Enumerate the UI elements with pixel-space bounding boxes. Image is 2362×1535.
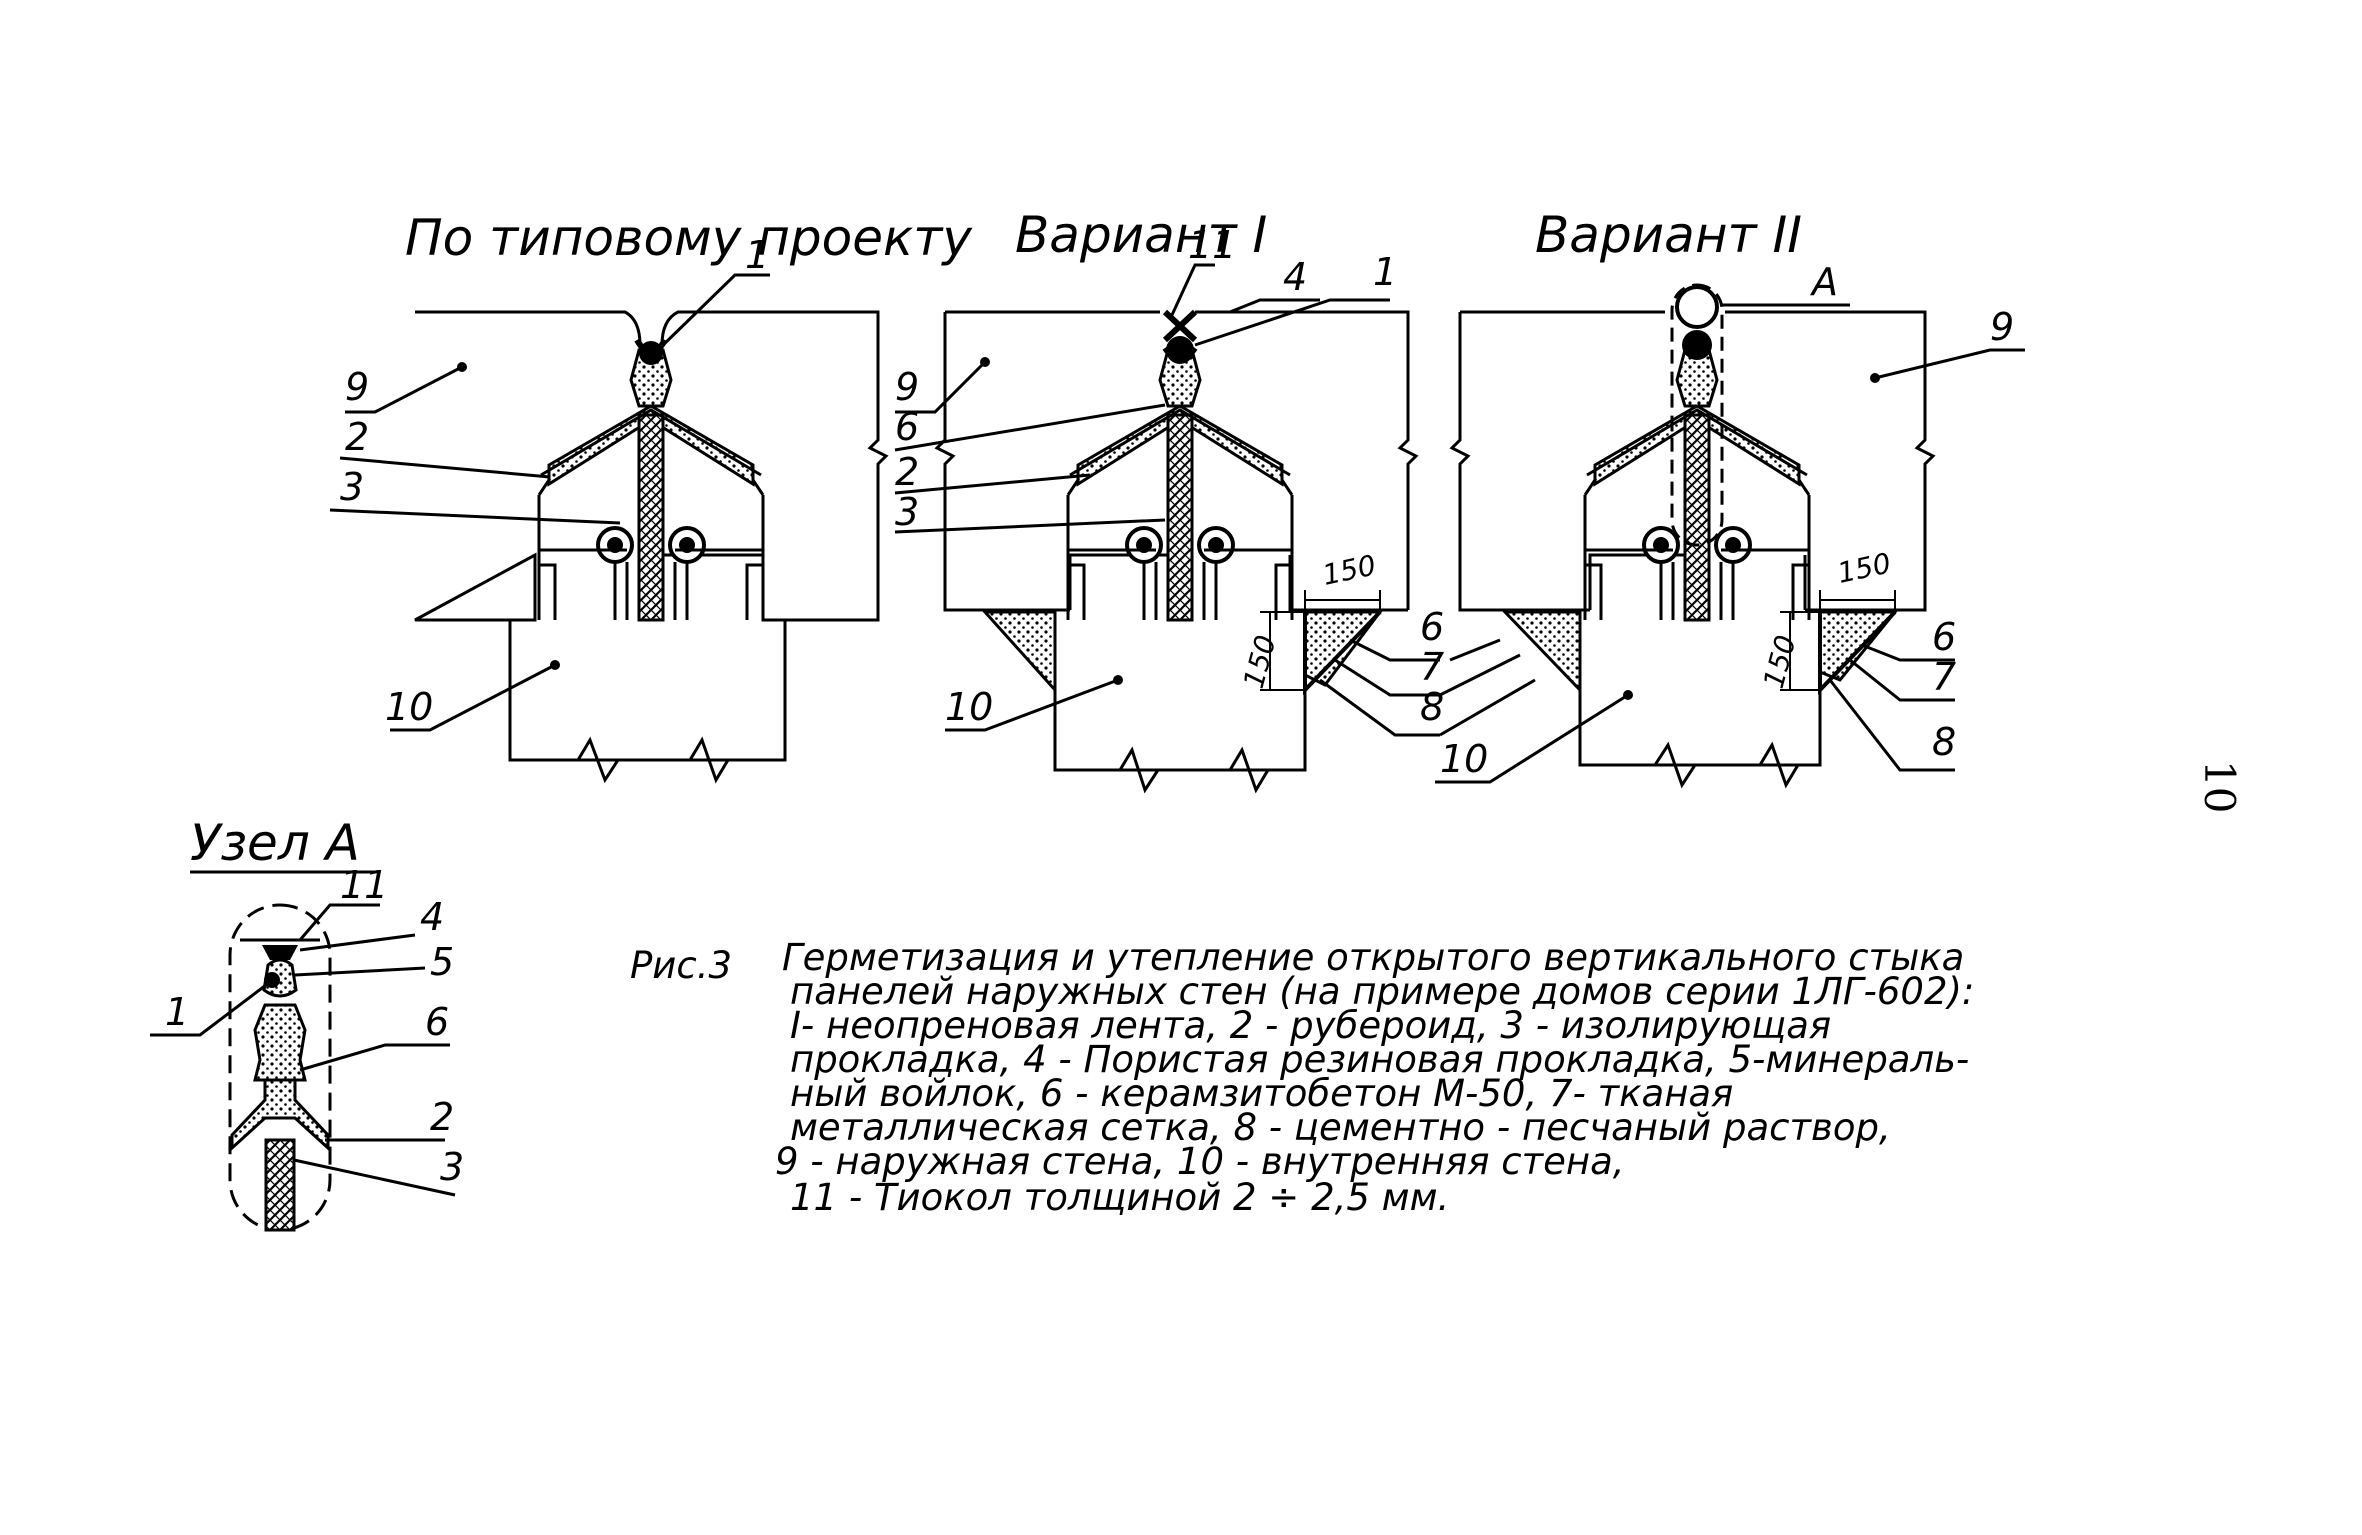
callout-3-detail: 3	[440, 1145, 464, 1189]
callout-10-variant-2: 10	[1440, 737, 1488, 781]
callout-1-standard: 1	[745, 233, 769, 277]
panel-title-standard: По типовому проекту	[405, 209, 973, 267]
caption-line-4: прокладка, 4 - Пористая резиновая прокла…	[790, 1038, 1969, 1081]
callout-6-shared: 6	[1420, 605, 1444, 649]
callout-2-standard: 2	[345, 415, 369, 459]
dimension-horizontal-variant-1: 150	[1320, 548, 1379, 591]
callout-9-variant-1: 9	[895, 365, 919, 409]
detail-node-a: Узел А 11 4 5 1 6 2 3	[150, 814, 464, 1232]
mortar-fill-left-v2	[1501, 610, 1582, 694]
caption-line-7: 9 - наружная стена, 10 - внутренняя стен…	[775, 1140, 1625, 1183]
caption-line-6: металлическая сетка, 8 - цементно - песч…	[790, 1106, 1891, 1149]
mortar-fill-left	[981, 610, 1057, 694]
callout-2-detail: 2	[430, 1095, 454, 1139]
callout-11-variant-1: 11	[1188, 223, 1236, 267]
caption-line-5: ный войлок, 6 - керамзитобетон М-50, 7- …	[790, 1072, 1733, 1115]
dimension-vertical-variant-1: 150	[1237, 632, 1283, 692]
panel-variant-2: Вариант II 150 150 А 9 6 7 8 10	[1435, 206, 2025, 789]
caption-line-1: Герметизация и утепление открытого верти…	[782, 936, 1964, 979]
panel-title-variant-2: Вариант II	[1535, 206, 1802, 264]
callout-8-variant-2: 8	[1932, 720, 1956, 764]
callout-1-detail: 1	[165, 990, 189, 1034]
callout-8-shared: 8	[1420, 685, 1444, 729]
callout-3-variant-1: 3	[895, 490, 919, 534]
page-number: 10	[2195, 760, 2244, 813]
caption-line-2: панелей наружных стен (на примере домов …	[790, 970, 1974, 1013]
callout-4-detail: 4	[420, 895, 444, 939]
callout-6-variant-2: 6	[1932, 615, 1956, 659]
callout-1-variant-1: 1	[1373, 250, 1397, 294]
callout-7-variant-2: 7	[1932, 655, 1956, 699]
callout-10-variant-1: 10	[945, 685, 993, 729]
caption-number: Рис.3	[630, 944, 732, 987]
panel-variant-1: Вариант I 150 150 11 4 1 9 6 2 3	[894, 206, 1419, 794]
caption-line-8: 11 - Тиокол толщиной 2 ÷ 2,5 мм.	[790, 1176, 1449, 1219]
detail-title: Узел А	[190, 814, 360, 872]
joint-detail-variant-1	[1066, 348, 1294, 622]
callout-4-variant-1: 4	[1283, 255, 1307, 299]
callout-9-variant-2: 9	[1990, 305, 2014, 349]
figure-caption: Рис.3 Герметизация и утепление открытого…	[630, 936, 1974, 1219]
callout-5-detail: 5	[430, 940, 454, 984]
callout-2-variant-1: 2	[895, 450, 919, 494]
callout-10-standard: 10	[385, 685, 433, 729]
shared-callouts-6-7-8: 6 7 8	[1319, 605, 1536, 737]
callout-11-detail: 11	[340, 863, 388, 907]
joint-detail-variant-2	[1583, 348, 1811, 622]
callout-node-a: А	[1809, 260, 1838, 304]
callout-6-variant-1: 6	[895, 405, 919, 449]
panel-title-variant-1: Вариант I	[1015, 206, 1267, 264]
panel-standard-design: По типовому проекту 1 9 2 3 10	[329, 209, 973, 784]
callout-6-detail: 6	[425, 1000, 449, 1044]
callout-9-standard: 9	[345, 365, 369, 409]
dimension-vertical-variant-2: 150	[1757, 632, 1803, 692]
callout-3-standard: 3	[340, 465, 364, 509]
caption-line-3: I- неопреновая лента, 2 - рубероид, 3 - …	[790, 1004, 1831, 1047]
callout-7-shared: 7	[1420, 645, 1444, 689]
joint-detail-standard	[537, 348, 765, 622]
dimension-horizontal-variant-2: 150	[1835, 546, 1894, 589]
